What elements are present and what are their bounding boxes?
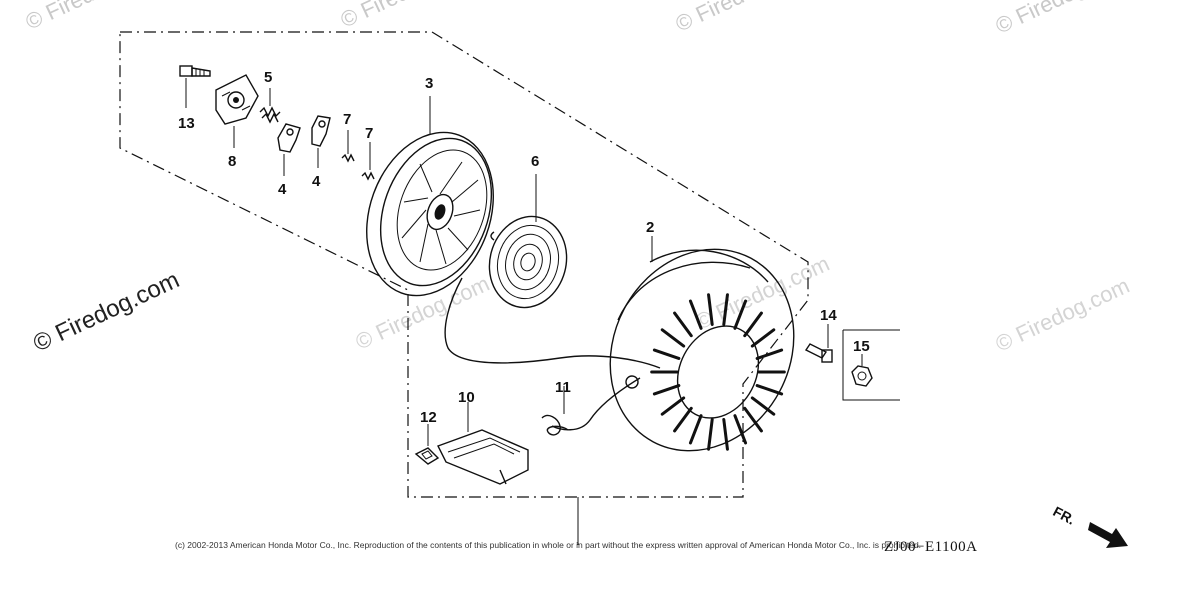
- rope-knot-11[interactable]: [541, 414, 569, 436]
- vent-slot: [733, 299, 748, 330]
- watermark-center: © Firedog.com: [352, 271, 494, 355]
- spring-5[interactable]: [259, 106, 281, 124]
- vent-slot: [673, 406, 693, 433]
- vent-slot: [652, 384, 681, 396]
- label-6: 6: [531, 153, 539, 170]
- vent-slot: [743, 311, 763, 338]
- watermark-right: © Firedog.com: [992, 273, 1134, 357]
- front-direction-arrow-icon: [1088, 522, 1128, 548]
- vent-slot: [707, 418, 714, 451]
- starter-grip-10[interactable]: [437, 429, 529, 485]
- vent-slot: [673, 311, 693, 338]
- label-11: 11: [555, 379, 571, 396]
- vent-slot: [743, 406, 763, 433]
- watermark-top-left: © Firedog.com: [22, 0, 164, 35]
- vent-slot: [688, 299, 703, 330]
- vent-slot: [707, 293, 714, 326]
- ratchet-4a[interactable]: [277, 123, 301, 153]
- reel-3[interactable]: [345, 115, 515, 314]
- vent-slot: [750, 328, 776, 348]
- vent-slot: [750, 396, 776, 416]
- label-10: 10: [458, 389, 475, 406]
- watermark-left-dark: © Firedog.com: [29, 266, 183, 357]
- label-7a: 7: [343, 111, 351, 128]
- starter-rope: [444, 277, 661, 369]
- spring-7b[interactable]: [361, 171, 375, 181]
- label-8: 8: [228, 153, 236, 170]
- vent-slot: [722, 293, 729, 326]
- ratchet-4b[interactable]: [311, 115, 331, 147]
- vent-slot: [660, 396, 686, 416]
- diagram-code: ZJ00−E1100A: [884, 539, 978, 555]
- vent-slot: [733, 414, 748, 445]
- vent-slot: [722, 418, 729, 451]
- watermark-top-right: © Firedog.com: [672, 0, 814, 37]
- bolt-13[interactable]: [179, 65, 211, 77]
- watermark-group: © Firedog.com © Firedog.com © Firedog.co…: [22, 0, 1134, 357]
- label-5: 5: [264, 69, 272, 86]
- starter-case-2[interactable]: [575, 217, 828, 483]
- vent-slot: [688, 414, 703, 445]
- vent-slot: [652, 348, 681, 360]
- case-vent-slots: [650, 293, 786, 451]
- assembly-outline: [119, 31, 809, 498]
- vent-slot: [755, 348, 784, 360]
- watermark-top-far-right: © Firedog.com: [992, 0, 1134, 39]
- label-13: 13: [178, 115, 195, 132]
- spring-7a[interactable]: [341, 153, 355, 163]
- ratchet-guide-8[interactable]: [215, 74, 259, 125]
- label-4a: 4: [278, 181, 287, 198]
- label-4b: 4: [312, 173, 321, 190]
- label-3: 3: [425, 75, 433, 92]
- flange-bolt-14[interactable]: [804, 343, 833, 363]
- watermark-top-center: © Firedog.com: [337, 0, 479, 33]
- nut-15[interactable]: [851, 365, 873, 387]
- label-2: 2: [646, 219, 654, 236]
- bracket-15: [842, 329, 900, 401]
- label-15: 15: [853, 338, 870, 355]
- copyright-notice: (c) 2002-2013 American Honda Motor Co., …: [175, 540, 922, 550]
- vent-slot: [755, 384, 784, 396]
- label-7b: 7: [365, 125, 373, 142]
- vent-slot: [660, 328, 686, 348]
- label-14: 14: [820, 307, 837, 324]
- grip-insert-12[interactable]: [414, 447, 440, 465]
- recoil-spring-6[interactable]: [479, 208, 576, 317]
- label-12: 12: [420, 409, 437, 426]
